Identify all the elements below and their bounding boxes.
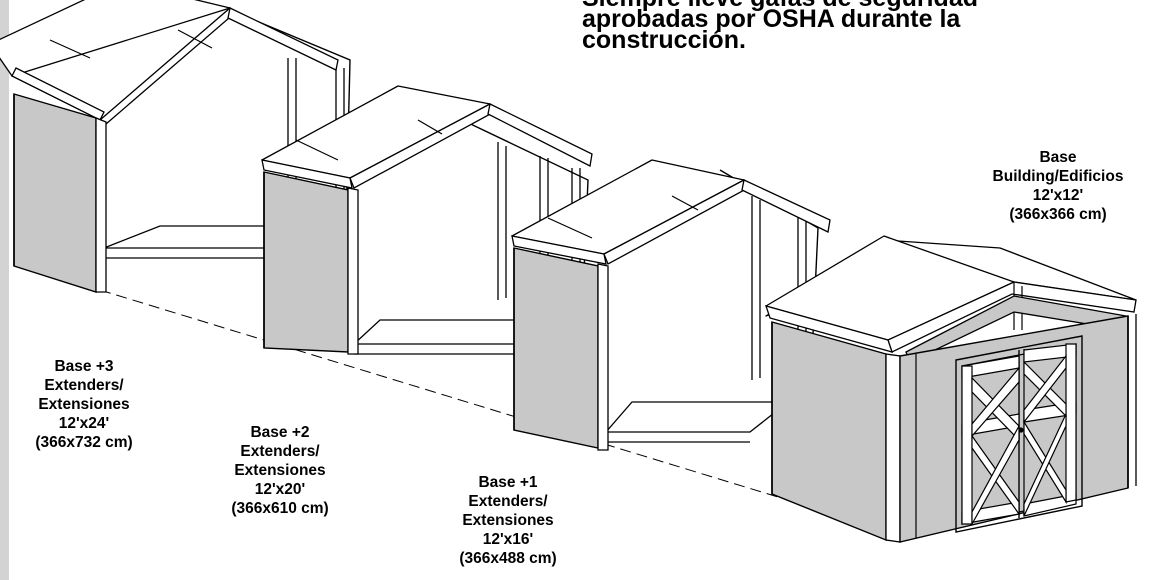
label-line: Building/Edificios: [992, 168, 1124, 185]
label-base-plus-1: Base +1 Extenders/ Extensiones 12'x16' (…: [438, 473, 578, 568]
safety-notice: Siempre lleve gafas de seguridad aprobad…: [582, 0, 1102, 54]
label-line: (366x488 cm): [459, 550, 557, 567]
door-handle-icon: [1018, 427, 1024, 433]
label-line: Extensiones: [38, 396, 130, 413]
page-edge-strip: [0, 0, 9, 580]
label-line: Extenders/: [468, 493, 548, 510]
label-line: Base +1: [478, 474, 538, 491]
label-line: Base: [1039, 149, 1077, 166]
label-line: 12'x20': [254, 481, 306, 498]
label-line: 12'x12': [1032, 187, 1084, 204]
label-line: Extensiones: [234, 462, 326, 479]
label-line: Extensiones: [462, 512, 554, 529]
label-line: (366x610 cm): [231, 500, 329, 517]
label-line: 12'x24': [58, 415, 110, 432]
label-line: (366x732 cm): [35, 434, 133, 451]
shed-base-building: [764, 235, 1137, 543]
safety-notice-line: Siempre lleve gafas de seguridad: [582, 0, 1102, 11]
safety-notice-line: aprobadas por OSHA durante la: [582, 5, 961, 33]
shed-base-plus-3: [0, 0, 351, 293]
label-base-plus-2: Base +2 Extenders/ Extensiones 12'x20' (…: [200, 423, 360, 518]
label-line: Base +2: [250, 424, 310, 441]
label-line: Base +3: [54, 358, 114, 375]
label-base-plus-3: Base +3 Extenders/ Extensiones 12'x24' (…: [4, 357, 164, 452]
label-line: Extenders/: [44, 377, 124, 394]
safety-notice-line: construcción.: [582, 26, 746, 54]
shed-base-plus-1: [511, 159, 831, 451]
label-line: 12'x16': [482, 531, 534, 548]
label-base-building: Base Building/Edificios 12'x12' (366x366…: [958, 148, 1158, 224]
label-line: Extenders/: [240, 443, 320, 460]
label-line: (366x366 cm): [1009, 206, 1107, 223]
